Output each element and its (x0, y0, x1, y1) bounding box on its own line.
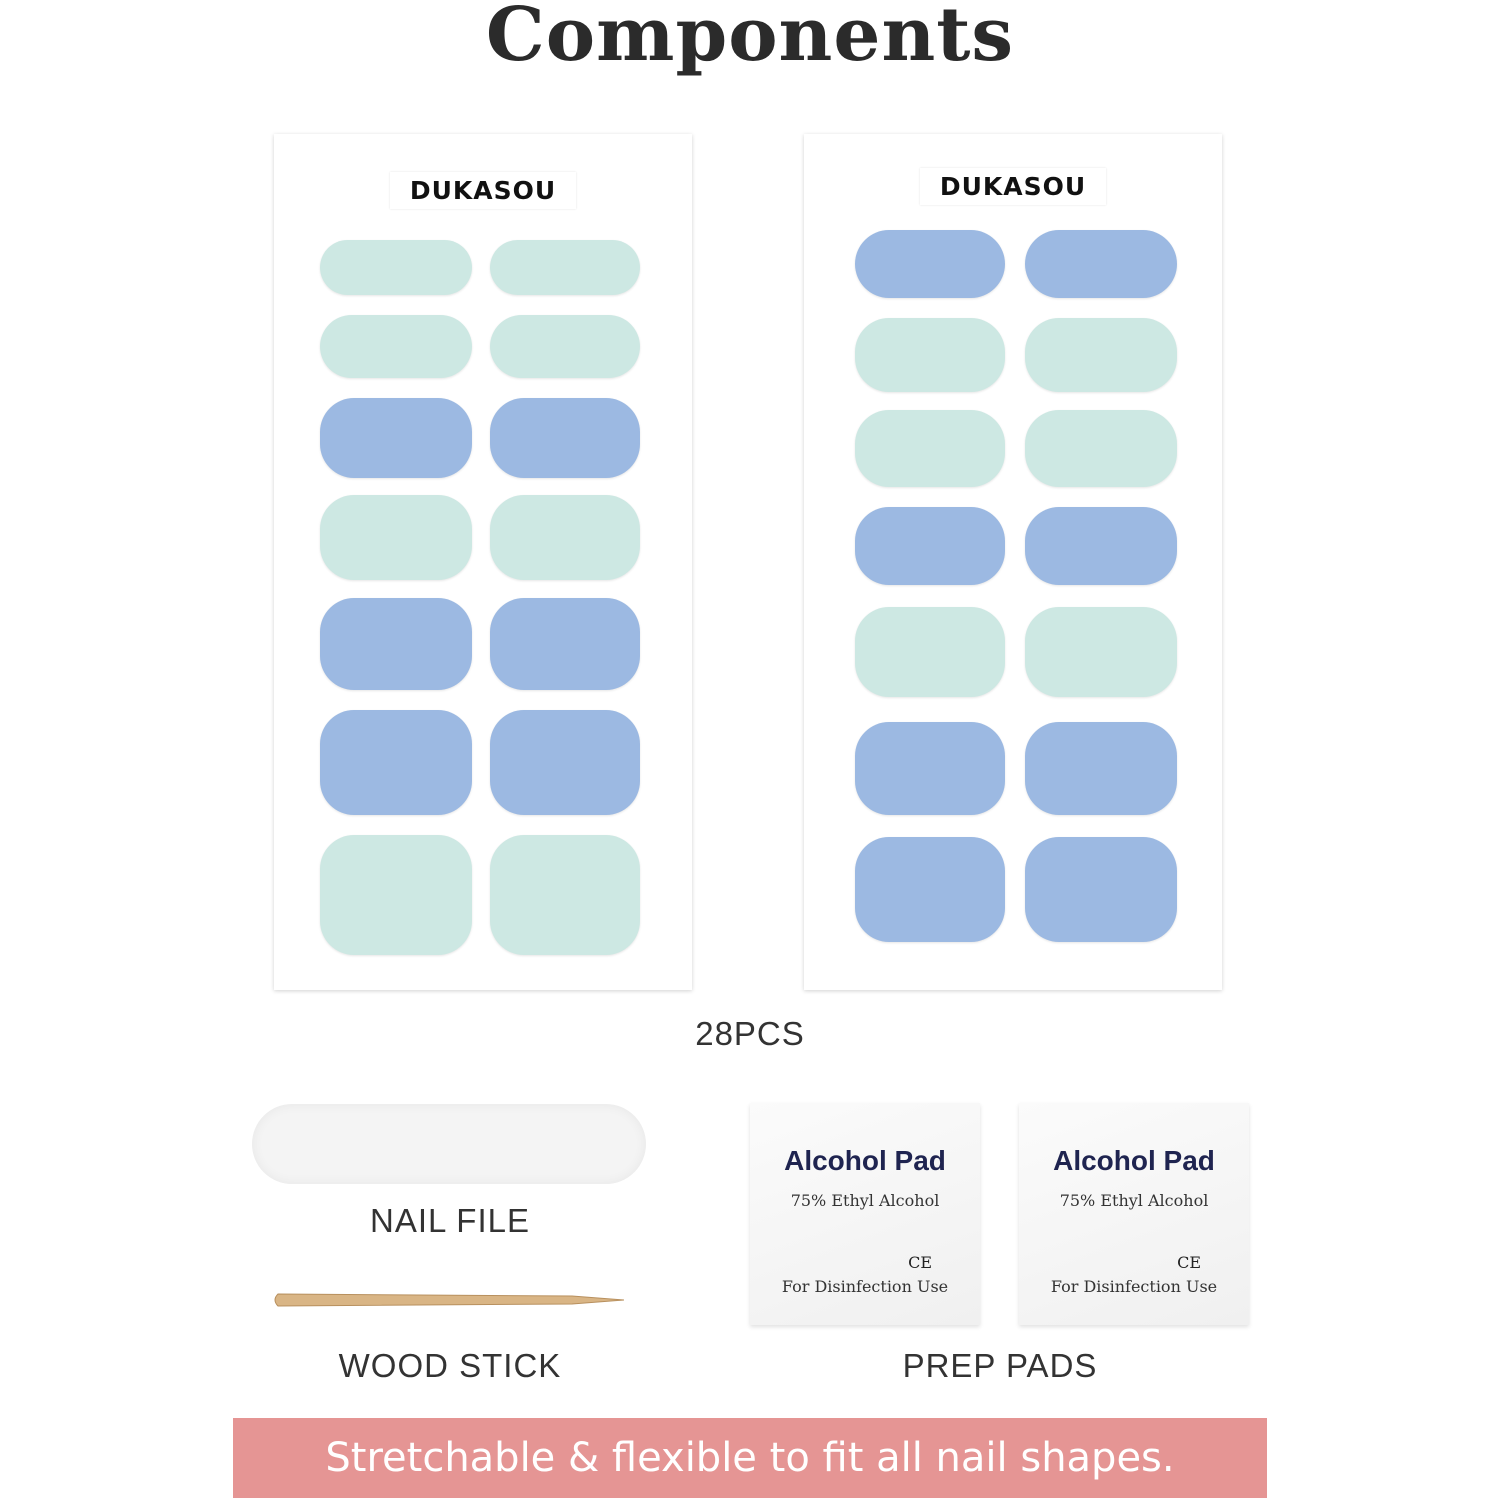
pad-subtitle: 75% Ethyl Alcohol (1059, 1191, 1209, 1210)
nail-sticker-blue (1025, 837, 1177, 942)
nail-sticker-sheet-right: DUKASOU (804, 134, 1222, 990)
nail-sticker-blue (320, 710, 472, 815)
prep-pads-label: PREP PADS (902, 1347, 1098, 1384)
nail-sticker-blue (1025, 507, 1177, 585)
nail-sticker-blue (490, 398, 640, 478)
nail-sticker-mint (490, 495, 640, 580)
wood-stick-label: WOOD STICK (338, 1347, 562, 1384)
nail-sticker-blue (855, 722, 1005, 815)
nail-sticker-mint (855, 607, 1005, 697)
nail-sticker-blue (1025, 722, 1177, 815)
nail-sticker-blue (320, 398, 472, 478)
pad-footer: For Disinfection Use (781, 1277, 949, 1296)
alcohol-pad: Alcohol Pad 75% Ethyl Alcohol CE For Dis… (1019, 1103, 1249, 1325)
nail-sticker-mint (490, 315, 640, 378)
nail-sticker-mint (490, 240, 640, 295)
brand-label: DUKASOU (274, 172, 692, 209)
nail-sticker-mint (320, 315, 472, 378)
page-title: Components (485, 0, 1015, 78)
nail-sticker-blue (1025, 230, 1177, 298)
nail-sticker-blue (855, 837, 1005, 942)
nail-sticker-mint (1025, 607, 1177, 697)
count-label: 28PCS (695, 1015, 805, 1052)
nail-sticker-mint (320, 835, 472, 955)
nail-sticker-mint (490, 835, 640, 955)
nail-sticker-mint (855, 410, 1005, 487)
pad-heading: Alcohol Pad (784, 1145, 946, 1176)
nail-sticker-mint (320, 240, 472, 295)
nail-file-image (252, 1104, 646, 1184)
nail-sticker-mint (855, 318, 1005, 392)
ce-mark: CE (1177, 1253, 1201, 1272)
nail-sticker-blue (490, 598, 640, 690)
nail-sticker-sheet-left: DUKASOU (274, 134, 692, 990)
brand-label: DUKASOU (804, 168, 1222, 205)
nail-sticker-blue (855, 507, 1005, 585)
ce-mark: CE (908, 1253, 932, 1272)
pad-subtitle: 75% Ethyl Alcohol (790, 1191, 940, 1210)
nail-sticker-blue (490, 710, 640, 815)
nail-sticker-blue (320, 598, 472, 690)
pad-footer: For Disinfection Use (1050, 1277, 1218, 1296)
nail-sticker-mint (320, 495, 472, 580)
brand-text: DUKASOU (390, 172, 576, 209)
feature-banner: Stretchable & flexible to fit all nail s… (233, 1418, 1267, 1498)
alcohol-pad: Alcohol Pad 75% Ethyl Alcohol CE For Dis… (750, 1103, 980, 1325)
nail-sticker-mint (1025, 410, 1177, 487)
nail-file-label: NAIL FILE (370, 1202, 530, 1239)
pad-heading: Alcohol Pad (1053, 1145, 1215, 1176)
nail-sticker-blue (855, 230, 1005, 298)
wood-stick-image (274, 1293, 624, 1307)
nail-sticker-mint (1025, 318, 1177, 392)
brand-text: DUKASOU (920, 168, 1106, 205)
